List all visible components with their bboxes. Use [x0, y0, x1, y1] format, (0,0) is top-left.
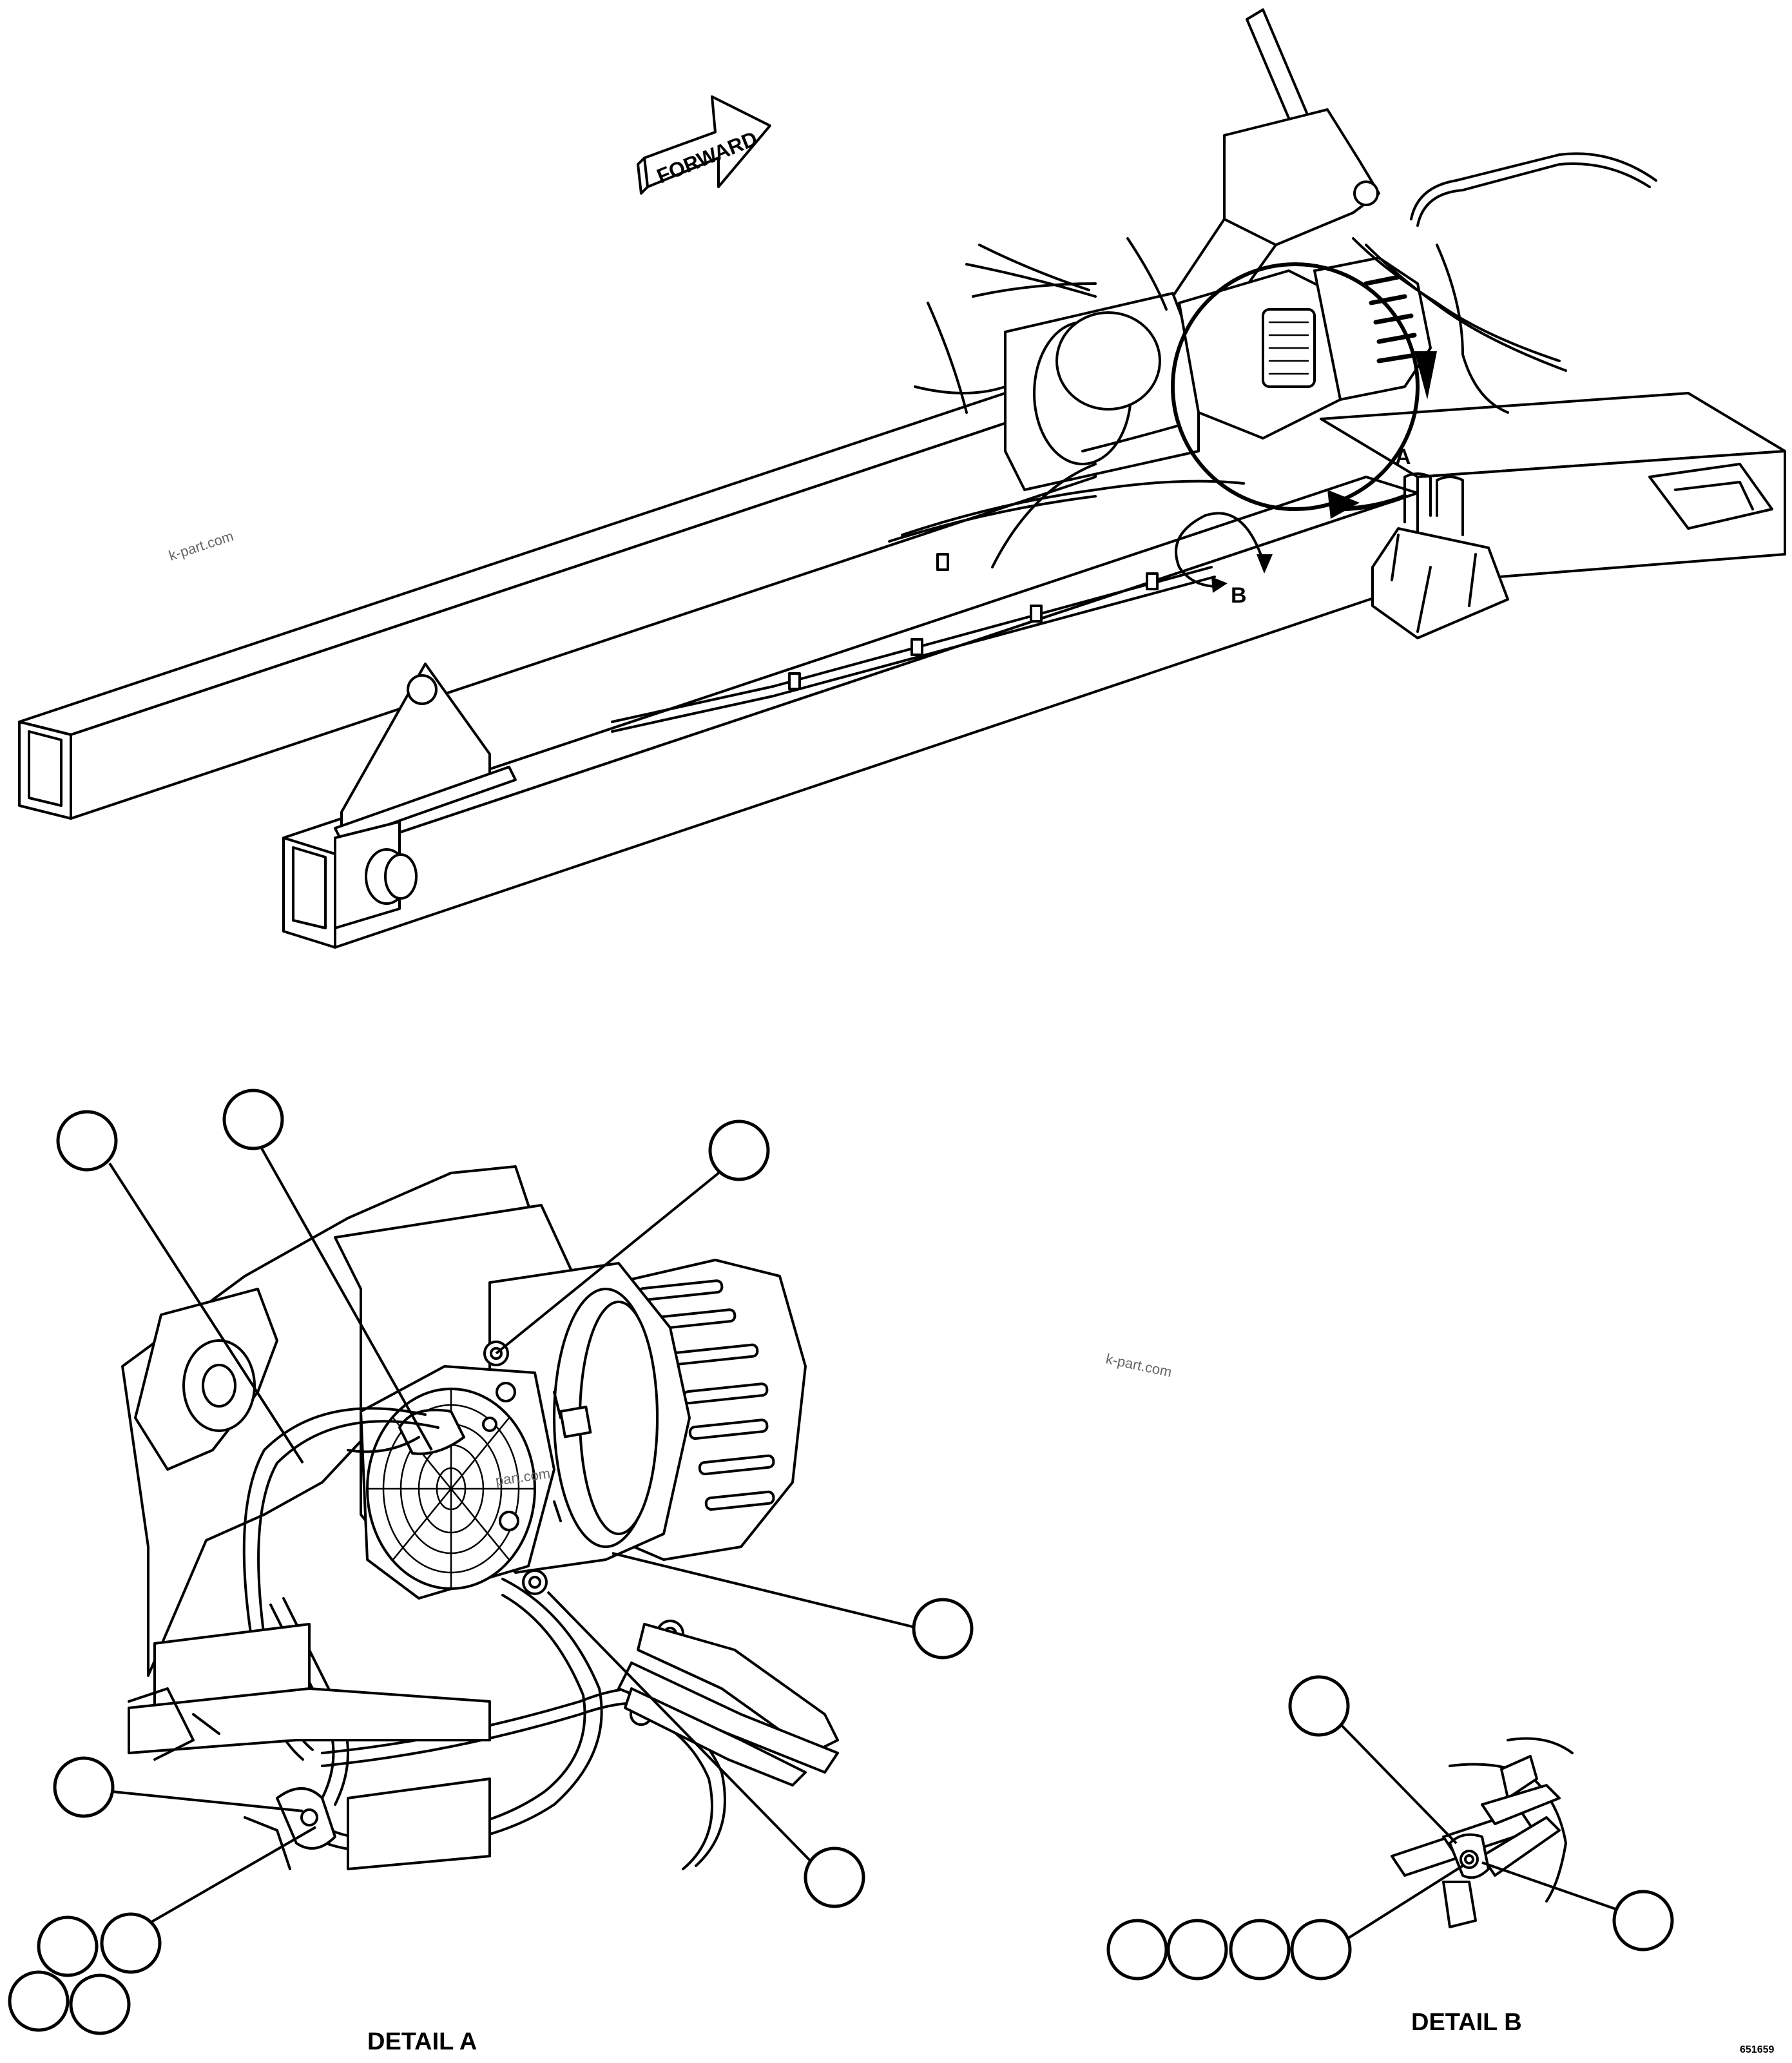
watermark-mid: k-part.com	[1104, 1350, 1173, 1380]
callout-bubble	[222, 1089, 284, 1150]
watermark-top: k-part.com	[167, 528, 236, 564]
callout-bubble	[1290, 1919, 1352, 1981]
detail-b-title: DETAIL B	[1411, 2009, 1522, 2036]
frame-assembly-view: A B FORWARD k-part.com	[18, 8, 1786, 949]
callout-bubble	[912, 1598, 974, 1660]
forward-arrow: FORWARD	[637, 95, 771, 195]
motor-cooling-fins	[637, 1279, 775, 1511]
hose-clips	[788, 553, 1159, 690]
detail-a-callout-circle	[1171, 262, 1420, 511]
callout-bubble	[1166, 1919, 1228, 1981]
callout-bubble	[1288, 1675, 1350, 1737]
view-a-label: A	[1395, 445, 1411, 469]
callout-bubble	[100, 1912, 162, 1974]
view-b-label: B	[1231, 583, 1247, 608]
callout-bubble	[1229, 1919, 1291, 1981]
callout-bubble	[8, 1970, 70, 2032]
detail-a-callouts	[8, 1089, 974, 2035]
view-a-arrow-head	[1327, 490, 1360, 519]
callout-bubble	[56, 1110, 118, 1172]
detail-a-view: part.com	[121, 1165, 839, 1870]
callout-bubble	[1612, 1890, 1674, 1952]
drawing-number: 651659	[1740, 2044, 1774, 2055]
detail-b-view	[1391, 1737, 1574, 1928]
detail-b-callouts	[1106, 1675, 1674, 1981]
detail-a-title: DETAIL A	[367, 2028, 477, 2055]
callout-bubble	[69, 1973, 131, 2035]
callout-bubble	[708, 1119, 770, 1181]
callout-bubble	[1106, 1919, 1168, 1981]
callout-bubble	[804, 1846, 865, 1908]
callout-bubble	[53, 1756, 115, 1818]
callout-bubble	[37, 1915, 99, 1977]
